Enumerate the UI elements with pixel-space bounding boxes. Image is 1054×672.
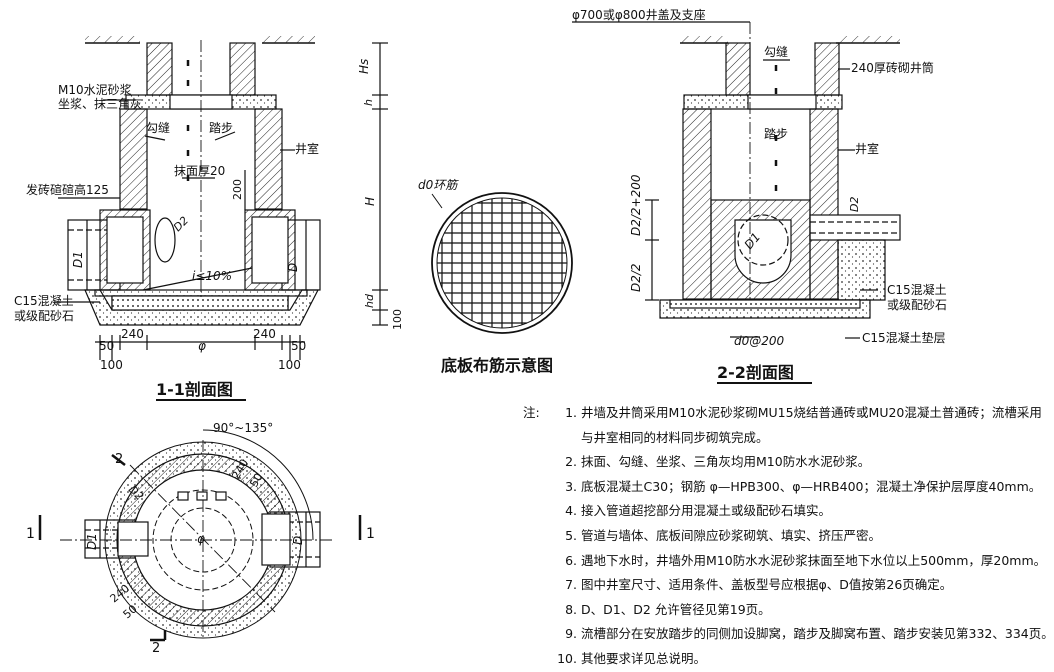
dim-50-right: 50 (291, 339, 306, 353)
note-line: 7.图中井室尺寸、适用条件、盖板型号应根据φ、D值按第26页确定。 (523, 573, 1028, 598)
note-line: 6.遇地下水时，井墙外用M10防水水泥砂浆抹面至地下水位以上500mm，厚20m… (523, 549, 1046, 574)
dim-phi: φ (198, 339, 206, 353)
note-line: 3.底板混凝土C30；钢筋 φ—HPB300、φ—HRB400；混凝土净保护层厚… (523, 475, 1041, 500)
note-line: 8.D、D1、D2 允许管径见第19页。 (523, 598, 1028, 623)
notes-block: 注: 1. 井墙及井筒采用M10水泥砂浆砌MU15烧结普通砖或MU20混凝土普通砖；… (523, 401, 1054, 672)
dim-200: 200 (231, 179, 244, 200)
plan-view (38, 429, 362, 642)
note-text: 接入管道超挖部分用混凝土或级配砂石填实。 (581, 503, 832, 519)
plan-angle: 90°~135° (213, 421, 273, 435)
dim-100-right: 100 (278, 358, 301, 372)
label-concrete-2-l1: C15混凝土 (887, 282, 947, 297)
note-text: 管道与墙体、底板间隙应砂浆砌筑、填实、挤压严密。 (581, 527, 882, 543)
label-shaft: 240厚砖砌井筒 (851, 60, 934, 75)
label-plaster: 抹面厚20 (174, 164, 225, 178)
note-number: 7. (565, 577, 577, 593)
note-line: 4.接入管道超挖部分用混凝土或级配砂石填实。 (523, 499, 1028, 524)
label-joint-2: 勾缝 (764, 44, 788, 59)
note-line: 注: 1. 井墙及井筒采用M10水泥砂浆砌MU15烧结普通砖或MU20混凝土普通砖；… (523, 401, 1042, 426)
label-chamber: 井室 (295, 141, 319, 156)
section-1-1 (55, 36, 388, 360)
note-number: 2. (565, 454, 577, 470)
note-text: 井墙及井筒采用M10水泥砂浆砌MU15烧结普通砖或MU20混凝土普通砖；流槽采用 (581, 405, 1042, 420)
dim-bot: D2/2 (629, 263, 643, 292)
dim-D: D (286, 263, 300, 272)
plan-dim-50a: 50 (247, 471, 265, 490)
plan-mark-1-left: 1 (26, 526, 35, 542)
label-cover: φ700或φ800井盖及支座 (572, 7, 706, 22)
dim-d2-2: D2 (848, 197, 861, 212)
note-text: 遇地下水时，井墙外用M10防水水泥砂浆抹面至地下水位以上500mm，厚20mm。 (581, 552, 1047, 568)
dim-240-right: 240 (253, 327, 276, 341)
note-line: 9.流槽部分在安放踏步的同侧加设脚窝，踏步及脚窝布置、踏步安装见第332、334… (523, 622, 1054, 647)
dim-d1: D1 (71, 251, 85, 268)
section-2-2 (572, 21, 901, 339)
label-concrete-l2: 或级配砂石 (14, 309, 74, 323)
plan-mark-1-right: 1 (366, 526, 375, 542)
label-step-2: 踏步 (764, 127, 788, 141)
note-text: 其他要求详见总说明。 (581, 650, 707, 666)
plan-dim-d1: D1 (85, 533, 99, 550)
slope: i≤10% (192, 269, 232, 283)
plan-mark-2-bottom: 2 (152, 641, 160, 656)
plan-phi: φ (197, 532, 205, 546)
dim-hd: hd (363, 293, 376, 308)
label-rebar: d0@200 (734, 334, 785, 348)
note-number: 3. (565, 478, 577, 494)
note-line: 2.抹面、勾缝、坐浆、三角灰均用M10防水水泥砂浆。 (523, 450, 1028, 475)
title-section-2-2: 2-2剖面图 (717, 363, 794, 382)
note-text: 抹面、勾缝、坐浆、三角灰均用M10防水水泥砂浆。 (581, 454, 871, 470)
plan-dim-D: D (291, 536, 305, 545)
base-plate-diagram (431, 192, 573, 334)
drawing-sheet: M10水泥砂浆 坐浆、抹三角灰 勾缝 踏步 抹面厚20 井室 发砖碹碹高125 … (14, 7, 947, 656)
label-mortar-l1: M10水泥砂浆 (58, 82, 132, 97)
dim-100-left: 100 (100, 358, 123, 372)
note-number: 10. (557, 650, 577, 666)
note-line: 10.其他要求详见总说明。 (523, 647, 1028, 672)
note-text: 流槽部分在安放踏步的同侧加设脚窝，踏步及脚窝布置、踏步安装见第332、334页。 (581, 626, 1054, 642)
dim-h: h (362, 99, 375, 106)
note-line: 与井室相同的材料同步砌筑完成。 (523, 426, 1028, 451)
note-text: 图中井室尺寸、适用条件、盖板型号应根据φ、D值按第26页确定。 (581, 577, 953, 593)
dim-H: H (363, 197, 377, 206)
note-number: 8. (565, 601, 577, 617)
label-concrete-l1: C15混凝土 (14, 293, 74, 308)
label-chamber-2: 井室 (855, 141, 879, 156)
note-number: 5. (565, 527, 577, 543)
title-section-1-1: 1-1剖面图 (156, 380, 233, 399)
notes-heading: 注: (523, 405, 540, 420)
dim-top: D2/2+200 (629, 174, 643, 236)
note-number: 4. (565, 503, 577, 519)
label-joint: 勾缝 (146, 120, 170, 135)
note-text: D、D1、D2 允许管径见第19页。 (581, 601, 771, 617)
label-mortar-l2: 坐浆、抹三角灰 (58, 96, 142, 111)
title-base-plate: 底板布筋示意图 (441, 356, 553, 375)
dim-240-left: 240 (121, 327, 144, 341)
label-cushion: C15混凝土垫层 (862, 330, 946, 345)
label-step: 踏步 (209, 121, 233, 135)
note-number: 9. (565, 626, 577, 642)
section-2-2-labels: φ700或φ800井盖及支座 勾缝 240厚砖砌井筒 踏步 井室 C15混凝土 … (572, 7, 947, 384)
note-text: 与井室相同的材料同步砌筑完成。 (581, 429, 769, 445)
label-brick-arch: 发砖碹碹高125 (26, 182, 109, 197)
plan-mark-2-top: 2 (115, 452, 123, 467)
label-ring: d0环筋 (418, 178, 459, 192)
dim-hs: Hs (357, 59, 371, 74)
dim-100: 100 (391, 309, 404, 330)
note-number: 6. (565, 552, 577, 568)
label-concrete-2-l2: 或级配砂石 (887, 298, 947, 312)
note-line: 5.管道与墙体、底板间隙应砂浆砌筑、填实、挤压严密。 (523, 524, 1028, 549)
note-text: 底板混凝土C30；钢筋 φ—HPB300、φ—HRB400；混凝土净保护层厚度4… (581, 478, 1042, 494)
note-number: 1. (565, 405, 577, 420)
dim-50-left: 50 (99, 339, 114, 353)
